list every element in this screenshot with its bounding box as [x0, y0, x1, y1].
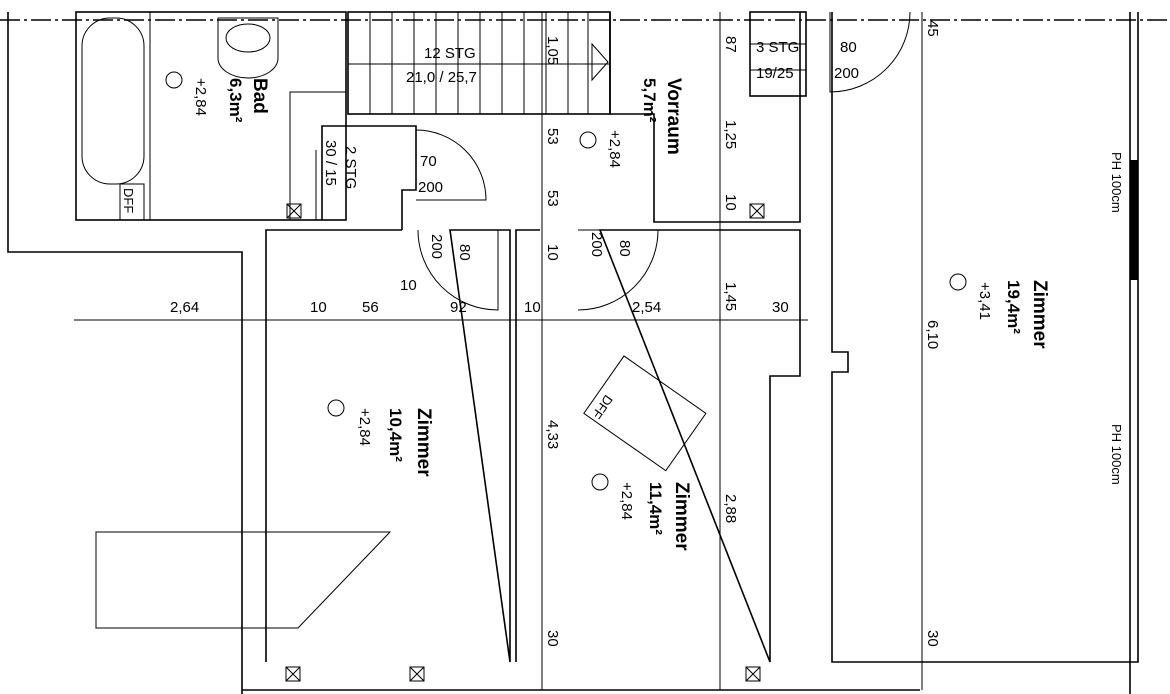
door-left-height: 200 — [428, 234, 445, 259]
vents — [285, 203, 765, 682]
right-room-wall — [831, 12, 1139, 663]
left-room-wall — [265, 229, 511, 663]
dim-264: 2,64 — [170, 299, 199, 316]
doors — [415, 11, 911, 311]
dim-30c: 30 — [924, 630, 941, 647]
door-mid-room — [577, 229, 659, 311]
dimension-lines — [74, 12, 923, 690]
dim-92: 92 — [450, 299, 467, 316]
door-right-height: 200 — [834, 65, 859, 82]
ph-label-top: PH 100cm — [1109, 152, 1124, 213]
dim-45: 45 — [924, 20, 941, 37]
dim-87: 87 — [722, 36, 739, 53]
dff-room-label: DFF — [589, 392, 616, 421]
ph-label-bottom: PH 100cm — [1109, 424, 1124, 485]
dff-bath-label: DFF — [121, 188, 136, 213]
walls — [0, 11, 1170, 694]
stair-treads — [348, 12, 610, 114]
small-stair-steps: 2 STG — [342, 146, 359, 189]
door-bath-width: 70 — [420, 153, 437, 170]
dim-53b: 53 — [544, 190, 561, 207]
room-vorraum-name: Vorraum — [663, 78, 684, 155]
light-icon — [165, 71, 183, 89]
light-icon — [591, 473, 609, 491]
bathroom-wall — [75, 11, 347, 221]
room-zimmer-left-area: 10,4m² — [386, 408, 405, 462]
main-stair-ratio: 21,0 / 25,7 — [406, 69, 477, 86]
dim-10b: 10 — [400, 277, 417, 294]
dff-bath-box — [119, 183, 145, 221]
outer-left-wall — [7, 12, 243, 694]
door-right-width: 80 — [840, 39, 857, 56]
small-stair-wall — [321, 125, 417, 230]
room-vorraum-height: +2,84 — [606, 130, 623, 168]
door-right-room — [829, 11, 911, 93]
room-bad-height: +2,84 — [192, 78, 209, 116]
vorraum-wall — [609, 12, 801, 223]
room-zimmer-mid-height: +2,84 — [618, 482, 635, 520]
room-zimmer-right-name: Zimmer — [1029, 280, 1050, 349]
dim-56: 56 — [362, 299, 379, 316]
dim-53a: 53 — [544, 128, 561, 145]
middle-room-wall — [515, 229, 801, 663]
light-icon — [949, 273, 967, 291]
dim-610: 6,10 — [924, 320, 941, 349]
dim-10a: 10 — [310, 299, 327, 316]
bath-inner-wall — [289, 91, 346, 220]
top-stair-ratio: 19/25 — [756, 65, 794, 82]
door-mid-width: 80 — [616, 240, 633, 257]
room-zimmer-mid-name: Zimmer — [671, 482, 692, 551]
labels-horizontal: 12 STG 21,0 / 25,7 3 STG 19/25 70 200 80… — [170, 39, 859, 316]
room-zimmer-left-name: Zimmer — [413, 408, 434, 477]
dim-30b: 30 — [544, 630, 561, 647]
top-stair-box — [749, 11, 807, 97]
bathtub — [81, 17, 145, 185]
dim-288: 2,88 — [722, 494, 739, 523]
door-left-width: 80 — [456, 244, 473, 261]
staircase-outline — [347, 11, 611, 115]
dim-145: 1,45 — [722, 282, 739, 311]
main-stair-steps: 12 STG — [424, 45, 476, 62]
dim-10c: 10 — [524, 299, 541, 316]
room-vorraum-area: 5,7m² — [640, 78, 659, 123]
door-mid-height: 200 — [588, 232, 605, 257]
door-left-room — [417, 229, 499, 311]
room-zimmer-left-height: +2,84 — [356, 408, 373, 446]
room-zimmer-right-height: +3,41 — [976, 282, 993, 320]
light-icon — [579, 131, 597, 149]
room-bad-name: Bad — [249, 78, 270, 114]
sink-bowl — [225, 23, 271, 53]
room-zimmer-right-area: 19,4m² — [1004, 280, 1023, 334]
dim-10d: 10 — [544, 244, 561, 261]
room-zimmer-mid-area: 11,4m² — [646, 482, 665, 535]
small-stair-ratio: 30 / 15 — [322, 140, 339, 186]
light-symbols — [165, 71, 967, 491]
dff-room-box — [583, 355, 707, 472]
dim-433: 4,33 — [544, 420, 561, 449]
top-stair-steps: 3 STG — [756, 39, 799, 56]
dim-30a: 30 — [772, 299, 789, 316]
dim-125: 1,25 — [722, 120, 739, 149]
labels-vertical: Bad 6,3m² +2,84 Vorraum 5,7m² +2,84 Zimm… — [121, 20, 1124, 647]
light-icon — [327, 399, 345, 417]
door-bath — [415, 129, 487, 201]
room-bad-area: 6,3m² — [226, 78, 245, 123]
window-dark — [1130, 160, 1138, 280]
sink — [217, 17, 279, 79]
floor-object — [95, 531, 392, 629]
dim-10e: 10 — [722, 194, 739, 211]
dim-254: 2,54 — [632, 299, 661, 316]
door-bath-height: 200 — [418, 179, 443, 196]
dim-105: 1,05 — [544, 36, 561, 65]
